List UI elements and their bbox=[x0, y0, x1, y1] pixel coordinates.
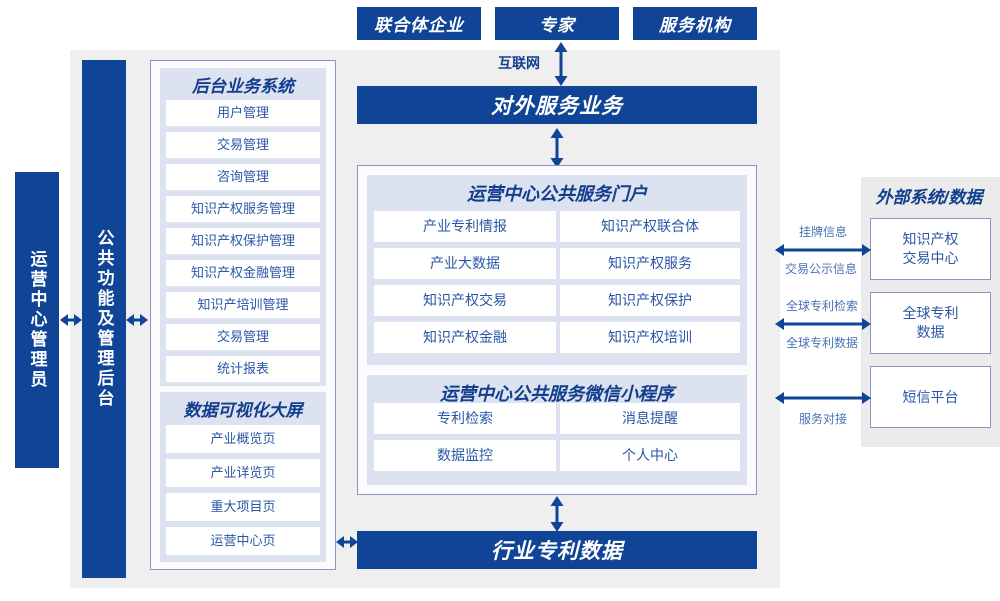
miniprogram-item-user-center[interactable]: 个人中心 bbox=[560, 440, 740, 471]
external-connector-label-1-below: 交易公示信息 bbox=[784, 261, 857, 276]
portal-item-ip-training[interactable]: 知识产权培训 bbox=[560, 322, 740, 353]
external-box-ip-trade-center[interactable]: 知识产权 交易中心 bbox=[870, 218, 991, 280]
backend-business-group-title: 后台业务系统 bbox=[192, 76, 294, 96]
external-box-sms-platform[interactable]: 短信平台 bbox=[870, 366, 991, 428]
backend-item-user-mgmt[interactable]: 用户管理 bbox=[166, 100, 320, 126]
portal-item-ip-finance[interactable]: 知识产权金融 bbox=[374, 322, 556, 353]
internet-connector-arrow bbox=[551, 42, 571, 86]
backend-card-arrow bbox=[126, 310, 148, 330]
industry-patent-data-bar[interactable]: 行业专利数据 bbox=[357, 531, 757, 569]
external-connector-label-2-below: 全球专利数据 bbox=[785, 335, 858, 350]
actor-box-consortium[interactable]: 联合体企业 bbox=[357, 7, 481, 40]
portal-group-title: 运营中心公共服务门户 bbox=[467, 184, 647, 204]
miniprogram-item-data-monitor[interactable]: 数据监控 bbox=[374, 440, 556, 471]
backend-item-consult-mgmt[interactable]: 咨询管理 bbox=[166, 164, 320, 190]
visualization-item-operation-center[interactable]: 运营中心页 bbox=[166, 527, 320, 555]
portal-item-patent-intel[interactable]: 产业专利情报 bbox=[374, 211, 556, 242]
portal-item-industry-bigdata[interactable]: 产业大数据 bbox=[374, 248, 556, 279]
miniprogram-item-message-alert[interactable]: 消息提醒 bbox=[560, 403, 740, 434]
portal-item-ip-service[interactable]: 知识产权服务 bbox=[560, 248, 740, 279]
miniprogram-item-patent-search[interactable]: 专利检索 bbox=[374, 403, 556, 434]
service-to-portal-arrow bbox=[547, 128, 567, 168]
internet-label: 互联网 bbox=[498, 55, 540, 71]
portal-to-industry-data-arrow bbox=[547, 496, 567, 532]
visualization-item-industry-detail[interactable]: 产业详览页 bbox=[166, 459, 320, 487]
external-box-global-patent-data[interactable]: 全球专利 数据 bbox=[870, 292, 991, 354]
visualization-group-title: 数据可视化大屏 bbox=[183, 400, 303, 420]
external-systems-title: 外部系统/数据 bbox=[875, 187, 983, 207]
visualization-item-major-projects[interactable]: 重大项目页 bbox=[166, 493, 320, 521]
visualization-item-industry-overview[interactable]: 产业概览页 bbox=[166, 425, 320, 453]
miniprogram-group-title: 运营中心公共服务微信小程序 bbox=[440, 384, 674, 404]
portal-item-ip-protection[interactable]: 知识产权保护 bbox=[560, 285, 740, 316]
backend-item-ip-protection-mgmt[interactable]: 知识产权保护管理 bbox=[166, 228, 320, 254]
admin-backend-arrow bbox=[60, 310, 82, 330]
backend-item-ip-finance-mgmt[interactable]: 知识产权金融管理 bbox=[166, 260, 320, 286]
backend-item-trade-mgmt-1[interactable]: 交易管理 bbox=[166, 132, 320, 158]
backend-item-ip-service-mgmt[interactable]: 知识产权服务管理 bbox=[166, 196, 320, 222]
backend-item-trade-mgmt-2[interactable]: 交易管理 bbox=[166, 324, 320, 350]
external-connector-label-2-above: 全球专利检索 bbox=[785, 298, 858, 313]
actor-box-service-org[interactable]: 服务机构 bbox=[633, 7, 757, 40]
external-connector-arrow-1 bbox=[775, 240, 871, 260]
external-connector-label-1-above: 挂牌信息 bbox=[798, 224, 847, 239]
external-connector-label-3-below: 服务对接 bbox=[798, 411, 847, 426]
actor-box-expert[interactable]: 专家 bbox=[495, 7, 619, 40]
external-connector-arrow-2 bbox=[775, 314, 871, 334]
external-connector-arrow-3 bbox=[775, 388, 871, 408]
external-service-bar[interactable]: 对外服务业务 bbox=[357, 86, 757, 124]
role-bar-public-backend[interactable]: 公共功能及管理后台 bbox=[82, 60, 126, 578]
portal-item-ip-trade[interactable]: 知识产权交易 bbox=[374, 285, 556, 316]
backend-item-ip-training-mgmt[interactable]: 知识产培训管理 bbox=[166, 292, 320, 318]
backend-item-statistics-report[interactable]: 统计报表 bbox=[166, 356, 320, 382]
portal-item-ip-consortium[interactable]: 知识产权联合体 bbox=[560, 211, 740, 242]
backend-to-industry-data-arrow bbox=[336, 532, 358, 552]
role-bar-operation-admin[interactable]: 运营中心管理员 bbox=[15, 172, 59, 468]
